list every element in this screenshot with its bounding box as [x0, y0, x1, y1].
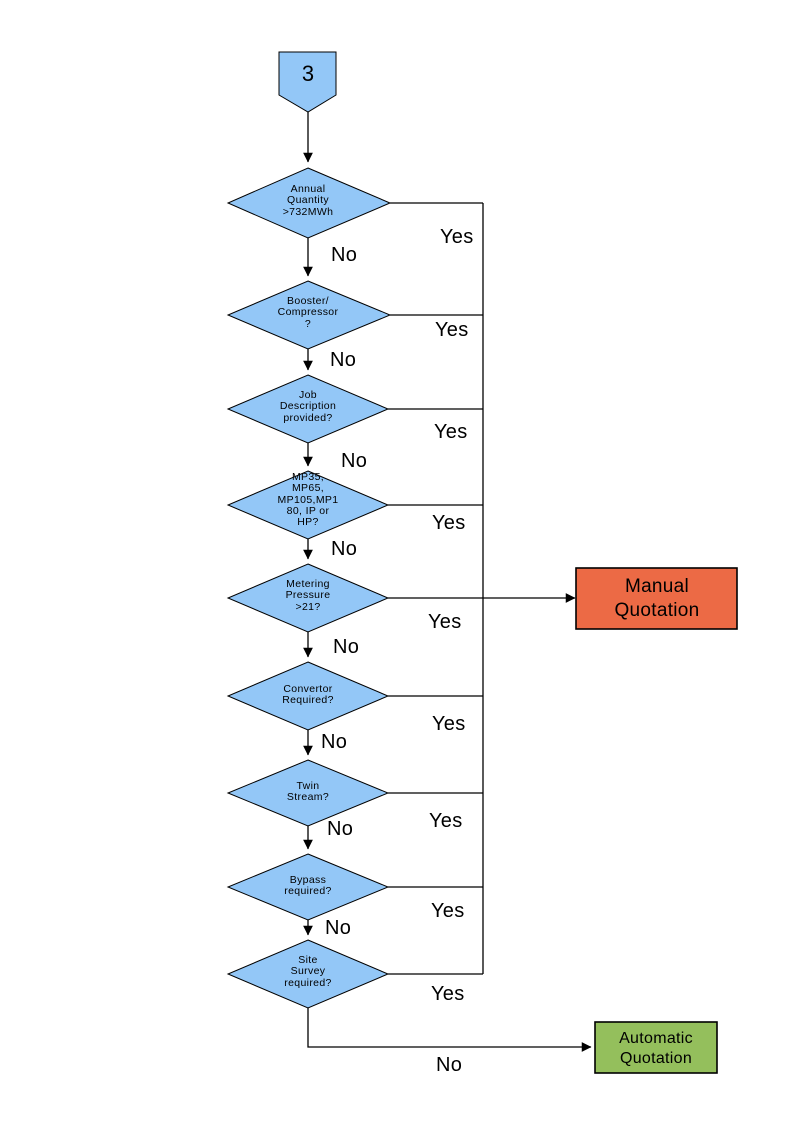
decision-shape-job-description — [226, 374, 390, 444]
terminal-shape-automatic-quotation — [594, 1021, 718, 1074]
start-shape — [278, 51, 337, 113]
decision-shape-site-survey — [226, 939, 390, 1009]
decision-shape-convertor-required — [226, 661, 390, 731]
decision-shape-annual-quantity — [226, 167, 392, 239]
decision-shape-booster-compressor — [226, 280, 392, 350]
decision-shape-meter-type — [226, 470, 390, 540]
decision-shape-metering-pressure — [226, 563, 390, 633]
connector-final-no-to-automatic — [307, 1008, 592, 1052]
terminal-shape-manual-quotation — [575, 567, 738, 630]
decision-shape-twin-stream — [226, 759, 390, 827]
decision-shape-bypass-required — [226, 853, 390, 921]
